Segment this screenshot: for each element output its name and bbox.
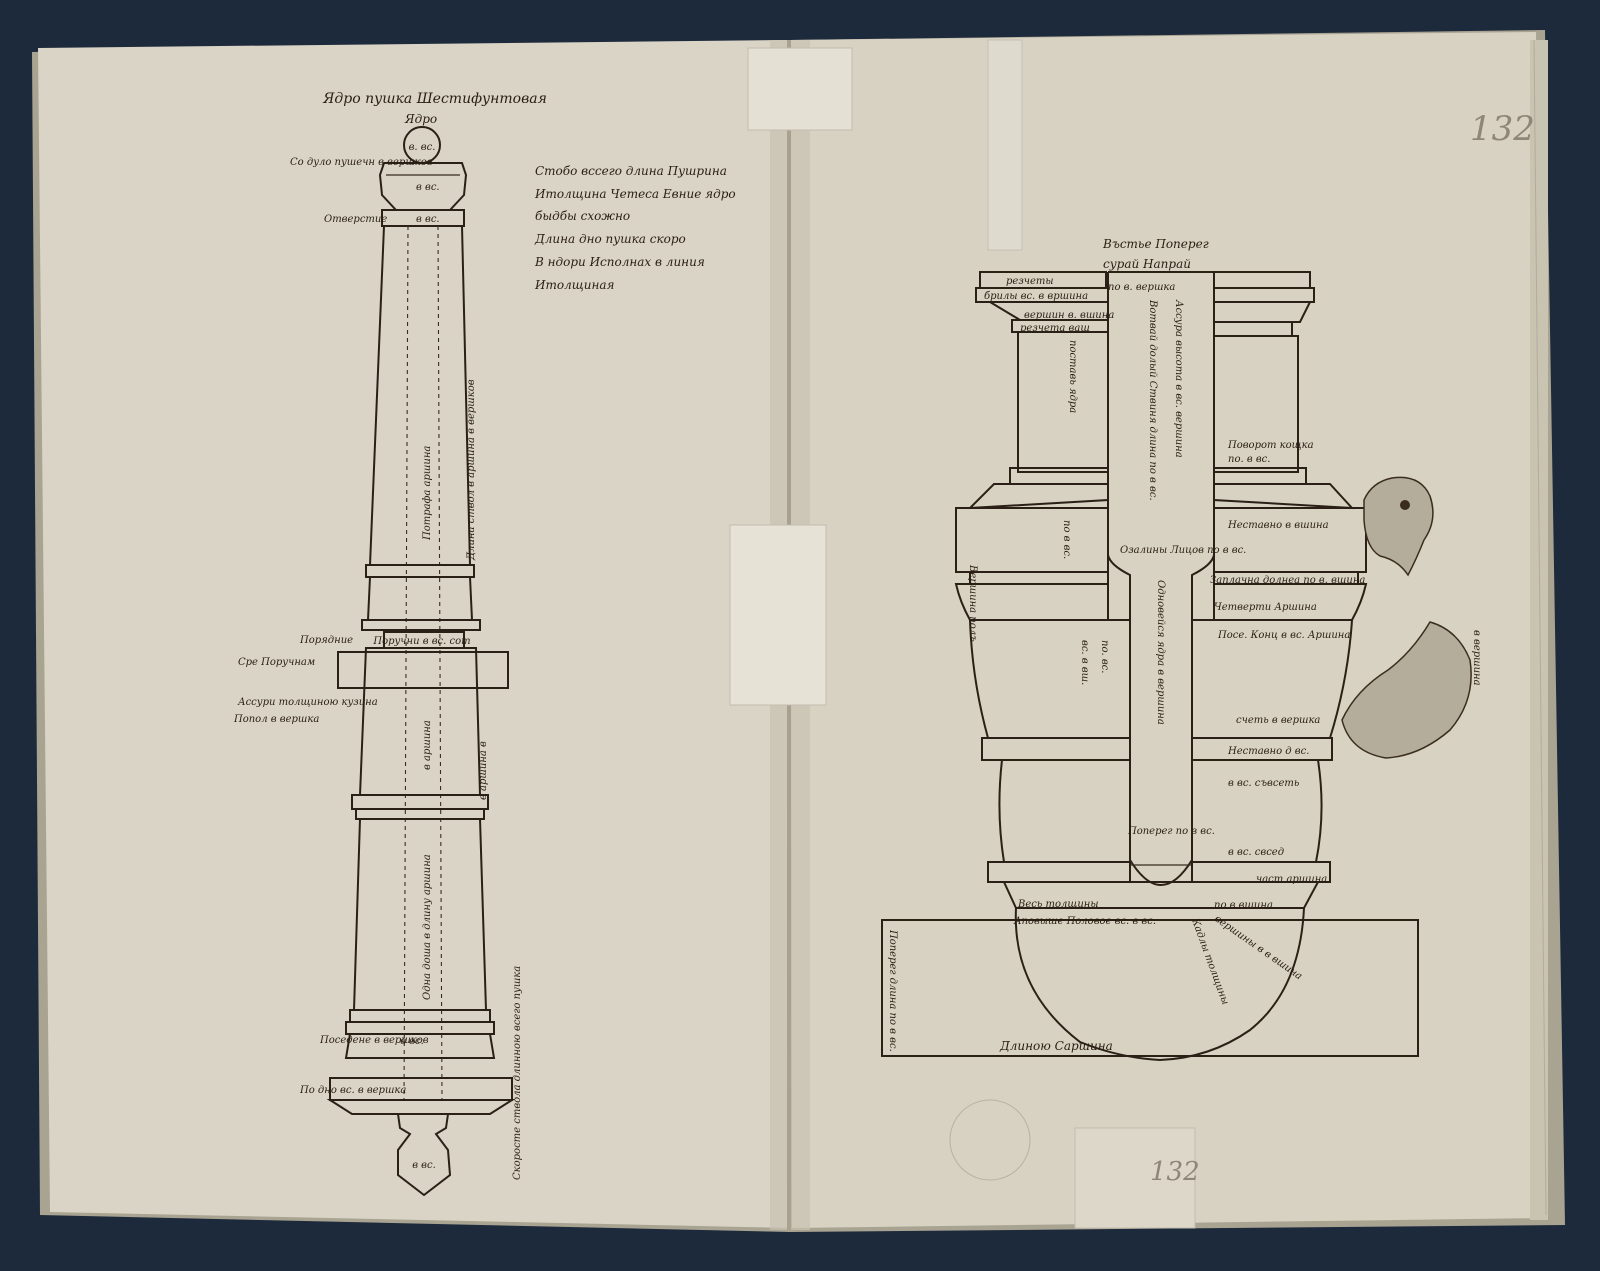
right-label: по в вшина: [1214, 900, 1273, 911]
left-label: вершин в. вшина: [1024, 310, 1114, 321]
note-line: Итолщина Четеса Евние ядро: [534, 187, 736, 201]
axis-note: Ассури толщиною кузина: [237, 697, 378, 708]
paper-repair-patch: [729, 524, 827, 706]
axis-note-2: Попол в вершка: [233, 714, 319, 725]
mortar-bed: [881, 919, 1419, 1057]
bottom-label: Аповыше Половое вс. в вс.: [1013, 916, 1156, 927]
paper-repair-patch: [747, 47, 853, 131]
center-label: Ассура высота в вс. вершина: [1173, 299, 1184, 458]
ball-label: Ядро: [404, 112, 437, 126]
folio-number-top: 132: [1470, 109, 1535, 149]
trunnion-label: Сре Поручнам: [238, 657, 315, 668]
mortar-breech-bulb: [1014, 907, 1306, 1062]
bore-line-right: [437, 225, 443, 1101]
left-label: поставь ядра: [1067, 340, 1078, 413]
breech-label: По дно вс. в вершка: [299, 1085, 406, 1096]
side-left-label: вс. в вш.: [1079, 640, 1090, 685]
lower-bore-label: Одна доша в длину аршина: [422, 854, 433, 1000]
left-label: резчеты: [1006, 276, 1054, 287]
right-label: по. в вс.: [1228, 454, 1270, 465]
note-line: быдбы схожно: [535, 209, 630, 223]
page-stack-line: [1533, 39, 1547, 1216]
breech-cascabel: [326, 1099, 516, 1115]
top-note: сурай Напрай: [1103, 257, 1191, 271]
right-label: Заплачна долнеа по в. вшина: [1210, 575, 1365, 586]
opening-size: в вс.: [416, 214, 440, 225]
center-label: Одновейся ядра в вершина: [1155, 580, 1166, 725]
bore-line-left: [403, 225, 409, 1101]
left-label: по в вс.: [1061, 520, 1072, 559]
paper-repair-patch: [987, 39, 1023, 251]
cascabel-button: [396, 1113, 452, 1197]
note-line: Итолщиная: [534, 278, 615, 292]
right-label: Неставно д вс.: [1227, 746, 1309, 757]
cannon-title: Ядро пушка Шестифунтовая: [322, 91, 547, 107]
top-note: Въстье Поперег: [1102, 237, 1209, 251]
paper-repair-patch: [1074, 1127, 1196, 1229]
left-label: Вершина полъ: [967, 564, 978, 642]
center-label: Озалины Лицов по в вс.: [1120, 545, 1246, 556]
right-label: в вс. свсед: [1228, 847, 1284, 858]
ball-size: в. вс.: [409, 142, 436, 153]
right-label: част аршина: [1256, 874, 1327, 885]
note-line: В ндори Исполнах в линия: [534, 255, 705, 269]
note-line: Длина дно пушка скоро: [534, 232, 686, 246]
bottom-label: Весь толщины: [1017, 899, 1099, 910]
head-label: Со дуло пушечн в вершков: [290, 157, 433, 168]
right-page: [790, 32, 1548, 1228]
upper-bore-label: Потрафа аршина: [422, 446, 433, 541]
top-note: по в. вершка: [1108, 282, 1175, 293]
right-label: счеть в вершка: [1236, 715, 1320, 726]
dolphin-handle-head: [1363, 476, 1434, 577]
center-label: Поперег по в вс.: [1127, 826, 1215, 837]
dolphin-eye-icon: [1400, 500, 1410, 510]
left-label: резчета ваш: [1020, 323, 1090, 334]
button-label: в вс.: [412, 1160, 436, 1171]
center-label: Вотвай долый Ствиня длина по в вс.: [1147, 299, 1158, 501]
side-left-label: по. вс.: [1099, 640, 1110, 673]
right-label: в вс. съвсеть: [1228, 778, 1299, 789]
right-label: Четверти Аршина: [1214, 602, 1317, 613]
bottom-label: Длиною Саршина: [999, 1039, 1113, 1053]
dolphin-handle-tail: [1341, 621, 1472, 759]
left-label: брилы вс. в вршина: [984, 291, 1088, 302]
right-middle-label: в аршина в: [478, 741, 489, 800]
base-ring-label: Поседене в вершков: [319, 1035, 429, 1046]
paper-stain: [949, 1099, 1031, 1181]
fish-label: в вершина: [1471, 630, 1482, 686]
base-band: [344, 1033, 496, 1059]
reinforce-shoulder-left: [967, 483, 1109, 510]
middle-bore-label: в аршина: [422, 720, 433, 770]
astragal-ring: [361, 619, 481, 631]
folio-number-bottom: 132: [1150, 1157, 1200, 1187]
head-inner-size: в вс.: [416, 182, 440, 193]
cannon-drawing: Ядро пушка Шестифунтовая Ядро в. вс. в в…: [233, 91, 736, 1197]
bottom-label: Поперег длина по в вс.: [887, 929, 898, 1052]
page-stack-edge: [1530, 40, 1548, 1220]
note-line: Стобо вссего длина Пушрина: [535, 164, 727, 178]
base-ring-value: в вс.: [400, 1036, 424, 1047]
right-lower-label: Скоросте ствола длинною всего пушка: [512, 966, 523, 1180]
right-label: Неставно в вшина: [1227, 520, 1329, 531]
chamber-outline: [1107, 554, 1215, 886]
trunnions: [337, 651, 509, 689]
right-upper-label: Длина ствол в аршина в вершков: [466, 379, 477, 561]
chase-ring-label: Порядние: [299, 635, 353, 646]
right-label: Поворот кощка: [1227, 440, 1314, 451]
right-label: Посе. Конц в вс. Аршина: [1217, 630, 1350, 641]
chase-ring-value: Поручни в вс. сот: [372, 636, 470, 647]
left-page: [38, 40, 790, 1228]
opening-label: Отверстие: [324, 214, 387, 225]
